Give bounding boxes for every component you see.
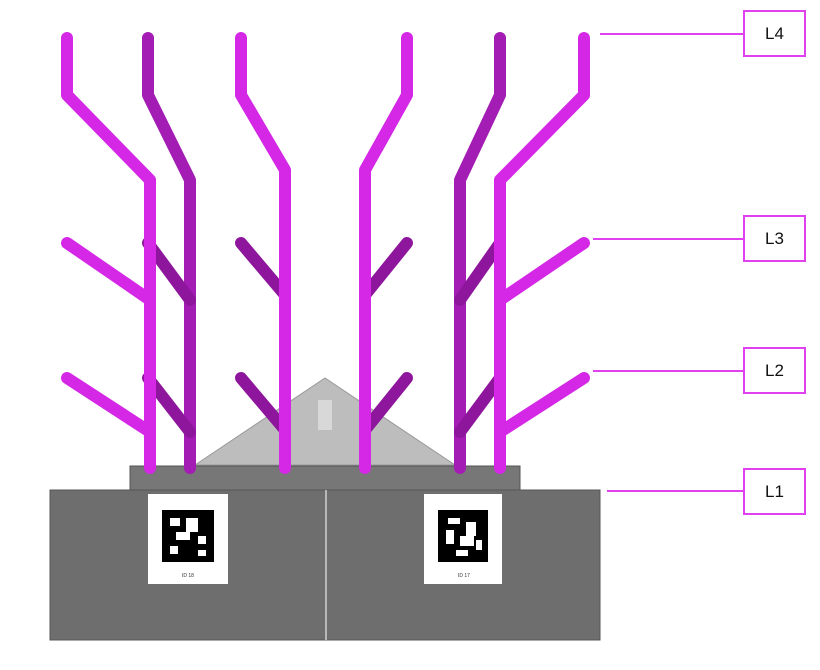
- pipe-1: [61, 32, 156, 474]
- level-label-l2: L2: [743, 347, 806, 394]
- marker-id-label: ID 18: [182, 573, 194, 579]
- branch: [494, 237, 590, 438]
- aruco-marker-17: [424, 494, 502, 584]
- leader-line-l2: [593, 370, 743, 372]
- level-label-l1: L1: [743, 468, 806, 515]
- leader-line-l4: [600, 33, 743, 35]
- branch: [359, 237, 413, 436]
- level-label-l4: L4: [743, 10, 806, 57]
- leader-line-l1: [607, 490, 743, 492]
- pipe-5: [454, 32, 506, 474]
- level-label-l3: L3: [743, 215, 806, 262]
- aruco-marker-18: [148, 494, 228, 584]
- center-post: [318, 400, 332, 430]
- branch: [454, 237, 506, 438]
- pipe-6: [494, 32, 590, 474]
- leader-line-l3: [593, 238, 743, 240]
- pipe-4: [359, 32, 413, 474]
- branch: [235, 237, 291, 436]
- marker-id-label: ID 17: [458, 573, 470, 579]
- pipe-3: [235, 32, 291, 474]
- branch: [61, 237, 156, 438]
- pipe-2: [142, 32, 196, 474]
